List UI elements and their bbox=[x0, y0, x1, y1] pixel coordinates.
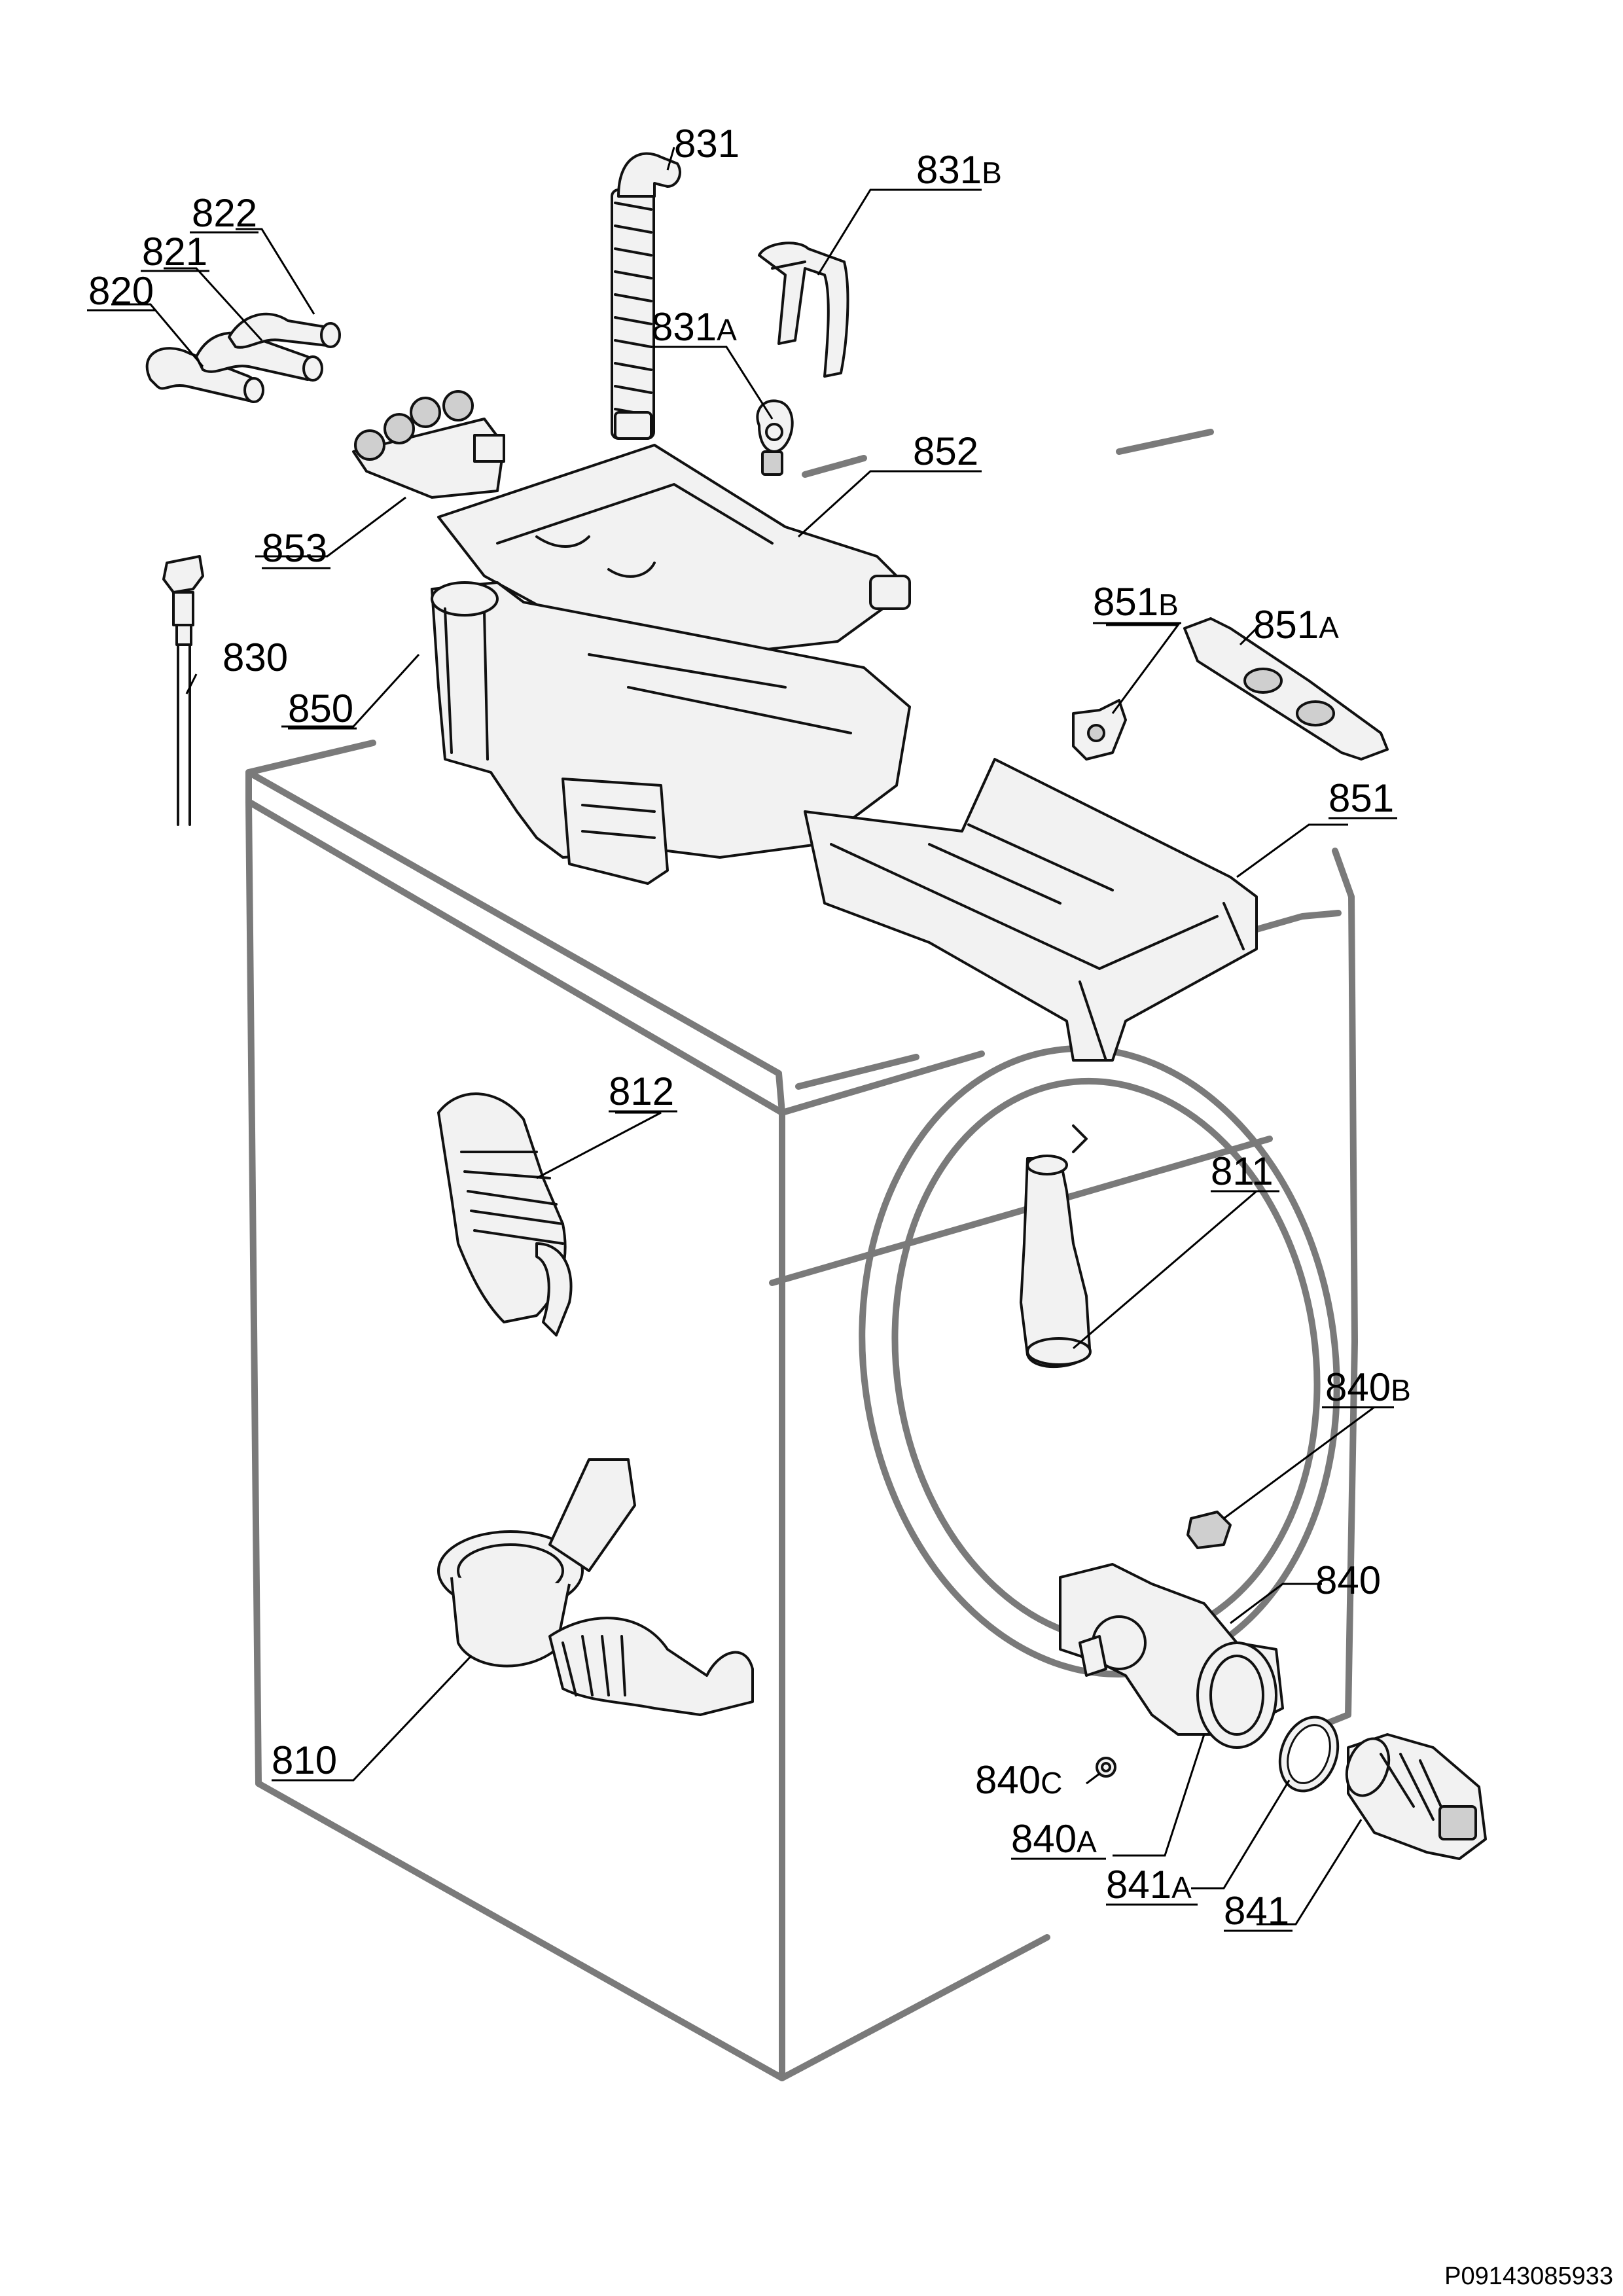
drain-pump-840 bbox=[1059, 1563, 1284, 1749]
hose-guide-831b bbox=[758, 242, 849, 378]
inlet-hoses-820-822 bbox=[145, 312, 341, 403]
callout-822: 822 bbox=[192, 191, 257, 235]
dispenser-housing-850 bbox=[431, 581, 911, 885]
callout-851: 851 bbox=[1329, 776, 1394, 820]
callout-841a: 841A bbox=[1106, 1863, 1192, 1907]
heater-pump-811 bbox=[1020, 1124, 1092, 1369]
callout-851b: 851B bbox=[1093, 580, 1179, 624]
callout-820: 820 bbox=[88, 269, 154, 313]
callout-851a: 851A bbox=[1253, 603, 1339, 647]
callout-850: 850 bbox=[288, 687, 353, 730]
drawer-handle-851a bbox=[1183, 617, 1389, 761]
callout-811: 811 bbox=[1211, 1149, 1274, 1193]
inlet-valve-853 bbox=[352, 390, 505, 499]
sump-hose-810 bbox=[437, 1458, 754, 1716]
callout-831a: 831A bbox=[651, 305, 737, 349]
dispenser-cover-852 bbox=[437, 444, 911, 656]
callout-821: 821 bbox=[142, 230, 207, 274]
callout-810: 810 bbox=[272, 1738, 337, 1782]
cabinet-outline bbox=[245, 429, 1358, 2081]
callout-841: 841 bbox=[1224, 1889, 1289, 1933]
drawing-reference: P09143085933 bbox=[1444, 2263, 1613, 2290]
hose-clip-831a bbox=[756, 399, 794, 476]
callout-840a: 840A bbox=[1011, 1817, 1097, 1861]
bellows-hose-812 bbox=[437, 1092, 573, 1336]
small-gasket-840b bbox=[1186, 1511, 1232, 1549]
detergent-drawer-851 bbox=[804, 758, 1258, 1062]
callout-840: 840 bbox=[1315, 1558, 1381, 1602]
nut-840c bbox=[1096, 1757, 1116, 1778]
callout-840c: 840C bbox=[975, 1758, 1062, 1802]
drain-filter-841 bbox=[1345, 1733, 1487, 1860]
callout-830: 830 bbox=[223, 636, 288, 679]
supply-hose-830 bbox=[162, 555, 204, 826]
callout-812: 812 bbox=[609, 1069, 674, 1113]
callout-labels: 822 821 820 831 831B 831A 852 853 830 85… bbox=[87, 122, 1411, 1933]
dispenser-clip-851b bbox=[1072, 699, 1127, 761]
drain-hose-831 bbox=[611, 152, 681, 440]
callout-831b: 831B bbox=[916, 148, 1002, 192]
callout-852: 852 bbox=[913, 429, 978, 473]
callout-853: 853 bbox=[262, 526, 327, 570]
o-ring-841a bbox=[1278, 1715, 1340, 1793]
callout-840b: 840B bbox=[1325, 1365, 1411, 1409]
callout-831: 831 bbox=[674, 122, 740, 166]
